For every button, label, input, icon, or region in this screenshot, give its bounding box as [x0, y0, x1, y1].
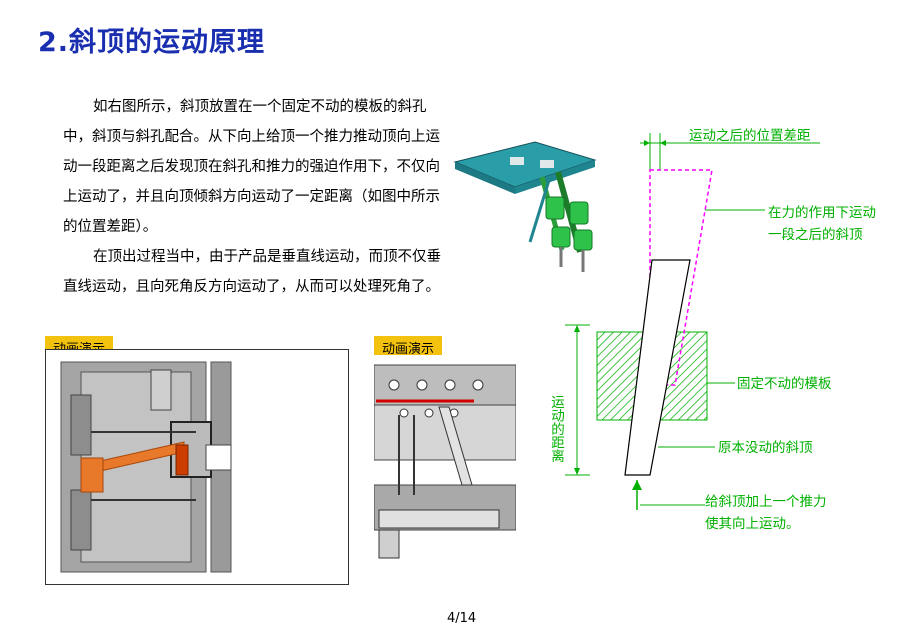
label-position-diff: 运动之后的位置差距: [689, 128, 811, 144]
label-force-2: 使其向上运动。: [705, 516, 800, 532]
animation-frame-1[interactable]: [45, 349, 349, 585]
label-after-move-1: 在力的作用下运动: [768, 205, 876, 221]
mold-animation-2: [374, 364, 516, 559]
body-text: 如右图所示，斜顶放置在一个固定不动的模板的斜孔中，斜顶与斜孔配合。从下向上给顶一…: [63, 92, 443, 302]
mold-animation-1: [60, 361, 232, 573]
paragraph-2: 在顶出过程当中，由于产品是垂直线运动，而顶不仅垂直线运动，且向死角反方向运动了，…: [63, 249, 441, 295]
label-distance: 运动的距离: [548, 395, 564, 463]
lifter-3d-model-image: [453, 141, 597, 272]
label-fixed-plate: 固定不动的模板: [737, 376, 832, 392]
animation-tag-2[interactable]: 动画演示: [374, 336, 443, 359]
paragraph-1: 如右图所示，斜顶放置在一个固定不动的模板的斜孔中，斜顶与斜孔配合。从下向上给顶一…: [63, 99, 440, 235]
page-title: 2.斜顶的运动原理: [38, 27, 266, 58]
label-force-1: 给斜顶加上一个推力: [705, 494, 827, 510]
lifter-principle-diagram: [565, 133, 820, 510]
page-number: 4/14: [447, 611, 477, 626]
label-after-move-2: 一段之后的斜顶: [768, 227, 863, 243]
animation-frame-2[interactable]: [374, 355, 516, 560]
label-original-lifter: 原本没动的斜顶: [718, 440, 813, 456]
